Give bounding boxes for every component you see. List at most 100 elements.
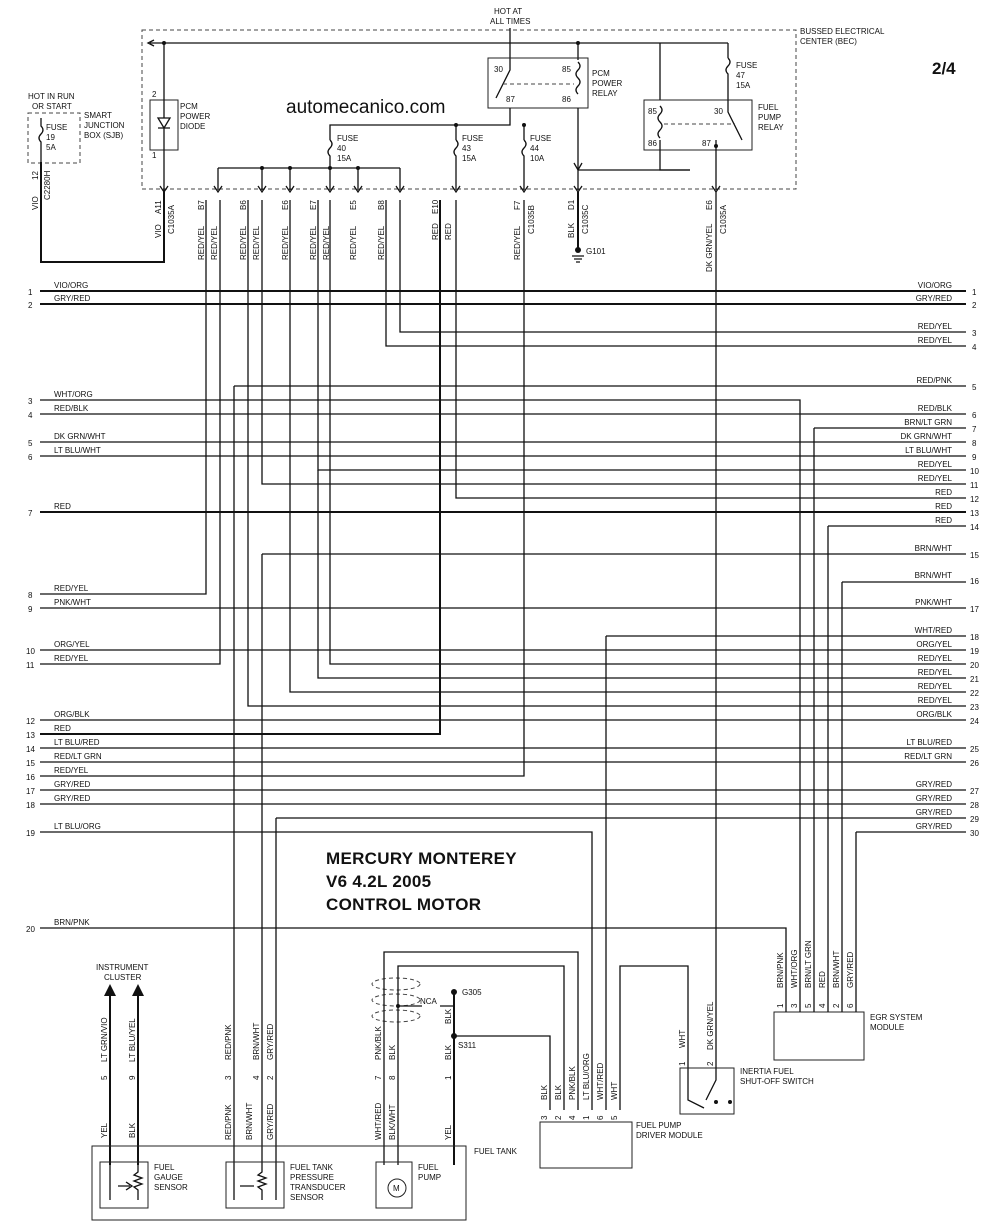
svg-text:BRN/LT GRN: BRN/LT GRN [804, 940, 813, 988]
svg-text:13: 13 [26, 731, 35, 740]
inertia-label1: INERTIA FUEL [740, 1067, 794, 1076]
color-1: RED/YEL [197, 225, 206, 260]
d1-connector: C1035C [581, 204, 590, 234]
s311-wire [454, 1035, 551, 1110]
pressure-tank2: BRN/WHT [245, 1103, 254, 1140]
svg-text:6: 6 [972, 411, 977, 420]
svg-text:ORG/YEL: ORG/YEL [916, 640, 952, 649]
svg-text:WHT/ORG: WHT/ORG [54, 390, 93, 399]
fuel-gauge-resistor [109, 1165, 144, 1200]
pump-pin8: 8 [388, 1075, 397, 1080]
pressure-label3: TRANSDUCER [290, 1183, 346, 1192]
fuel-relay-label2: PUMP [758, 113, 781, 122]
cluster-tank-blk: BLK [128, 1122, 137, 1138]
inertia-color2: DK GRN/YEL [706, 1001, 715, 1050]
fuel-relay-label3: RELAY [758, 123, 784, 132]
svg-text:RED/YEL: RED/YEL [918, 322, 953, 331]
fuse47-l3: 15A [736, 81, 751, 90]
svg-text:9: 9 [28, 605, 33, 614]
svg-text:PNK/BLK: PNK/BLK [568, 1066, 577, 1100]
egr-label1: EGR SYSTEM [870, 1013, 923, 1022]
pressure-tank3: GRY/RED [266, 1103, 275, 1140]
svg-text:RED/YEL: RED/YEL [918, 474, 953, 483]
svg-text:RED/YEL: RED/YEL [918, 696, 953, 705]
svg-text:6: 6 [846, 1003, 855, 1008]
fuse43-l3: 15A [462, 154, 477, 163]
junction [576, 41, 580, 45]
fuel-gauge-label2: GAUGE [154, 1173, 183, 1182]
svg-text:6: 6 [596, 1115, 605, 1120]
fuse43-l2: 43 [462, 144, 471, 153]
color-3: RED/YEL [239, 225, 248, 260]
pressure-resistor [233, 1165, 277, 1200]
svg-text:WHT/RED: WHT/RED [915, 626, 953, 635]
e6-color: DK GRN/YEL [705, 223, 714, 272]
svg-text:20: 20 [970, 661, 979, 670]
svg-text:22: 22 [970, 689, 979, 698]
pcm-relay-ground [577, 169, 690, 190]
svg-text:GRY/RED: GRY/RED [916, 794, 953, 803]
svg-text:27: 27 [970, 787, 979, 796]
svg-text:16: 16 [970, 577, 979, 586]
cluster-label1: INSTRUMENT [96, 963, 149, 972]
svg-text:BRN/PNK: BRN/PNK [54, 918, 90, 927]
junction [162, 41, 166, 45]
cluster-color9: LT BLU/YEL [128, 1018, 137, 1062]
fuel-relay-pin86: 86 [648, 139, 657, 148]
svg-text:DK GRN/WHT: DK GRN/WHT [900, 432, 952, 441]
sjb-label-line2: JUNCTION [84, 121, 125, 130]
hot-at-all-times-line1: HOT AT [494, 7, 522, 16]
svg-text:5: 5 [972, 383, 977, 392]
ground-blk-label: BLK [444, 1008, 453, 1024]
inertia-color1: WHT [678, 1030, 687, 1048]
pcm-relay-label3: RELAY [592, 89, 618, 98]
svg-text:11: 11 [26, 661, 35, 670]
svg-text:7: 7 [28, 509, 33, 518]
svg-text:3: 3 [28, 397, 33, 406]
cluster-color5: LT GRN/VIO [100, 1017, 109, 1062]
svg-text:2: 2 [28, 301, 33, 310]
svg-text:BLK: BLK [554, 1084, 563, 1100]
svg-text:GRY/RED: GRY/RED [54, 780, 91, 789]
shield-mid [371, 993, 421, 1007]
svg-text:LT BLU/WHT: LT BLU/WHT [54, 446, 101, 455]
inertia-box [679, 1067, 735, 1115]
right-wire-numbers: 1 2 3 4 5 6 7 8 9 10 11 12 13 14 15 16 1… [970, 288, 979, 838]
svg-text:ORG/BLK: ORG/BLK [54, 710, 90, 719]
pcm-relay-out [329, 108, 579, 170]
bec-label-line2: CENTER (BEC) [800, 37, 857, 46]
svg-text:28: 28 [970, 801, 979, 810]
pressure-pin2: 2 [266, 1075, 275, 1080]
junction [714, 144, 718, 148]
svg-text:1: 1 [972, 288, 977, 297]
pump-driver-label2: DRIVER MODULE [636, 1131, 703, 1140]
fuel-relay-label1: FUEL [758, 103, 779, 112]
svg-text:24: 24 [970, 717, 979, 726]
svg-text:8: 8 [972, 439, 977, 448]
g101-dot [575, 247, 581, 253]
svg-text:LT BLU/ORG: LT BLU/ORG [582, 1053, 591, 1100]
diode-pin2: 2 [152, 90, 157, 99]
left-wire-numbers: 1 2 3 4 5 6 7 8 9 10 11 12 13 14 15 16 1… [26, 288, 35, 934]
svg-text:RED: RED [935, 516, 952, 525]
pressure-label4: SENSOR [290, 1193, 324, 1202]
svg-text:14: 14 [26, 745, 35, 754]
pcm-relay-pin87: 87 [506, 95, 515, 104]
inertia-pin2: 2 [706, 1061, 715, 1066]
f7-color: RED/YEL [513, 225, 522, 260]
sjb-label-line1: SMART [84, 111, 112, 120]
junction [522, 123, 526, 127]
svg-text:RED/BLK: RED/BLK [54, 404, 89, 413]
fuse40-symbol [327, 139, 333, 168]
svg-text:9: 9 [972, 453, 977, 462]
bec-box [141, 29, 797, 190]
svg-text:RED/YEL: RED/YEL [918, 668, 953, 677]
svg-text:PNK/WHT: PNK/WHT [915, 598, 952, 607]
svg-text:LT BLU/RED: LT BLU/RED [907, 738, 953, 747]
inertia-contact [728, 1100, 732, 1104]
pump-motor-icon [387, 1178, 407, 1198]
svg-text:BRN/LT GRN: BRN/LT GRN [904, 418, 952, 427]
svg-text:13: 13 [970, 509, 979, 518]
cluster-pin9: 9 [128, 1075, 137, 1080]
